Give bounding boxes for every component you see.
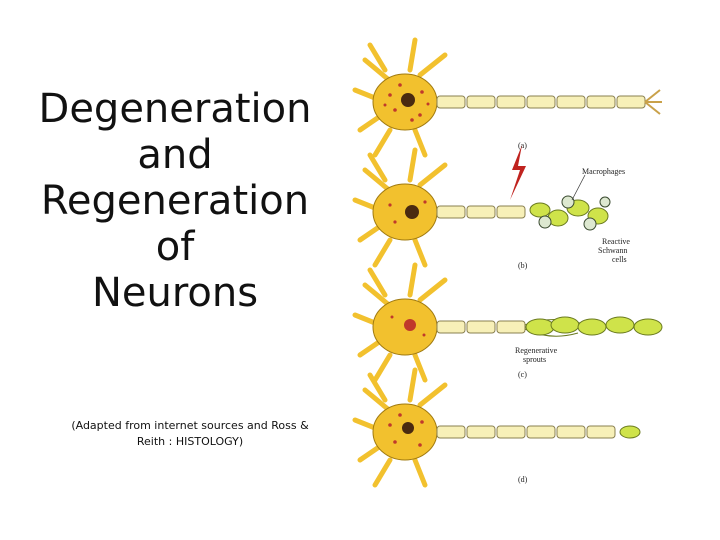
title-line: Regeneration xyxy=(20,178,330,224)
neuron-degeneration-diagram: (a) Macrophages Reactive Schwann cells (… xyxy=(340,30,720,510)
label-cells: cells xyxy=(612,255,627,264)
lesion-icon xyxy=(510,145,526,200)
label-macrophages: Macrophages xyxy=(582,167,625,176)
panel-label-b: (b) xyxy=(518,261,528,270)
neuron-cell-body xyxy=(355,40,445,155)
label-regenerative: Regenerative xyxy=(515,346,558,355)
nucleus xyxy=(404,319,416,331)
panel-b: Macrophages Reactive Schwann cells (b) xyxy=(355,145,630,270)
label-sprouts: sprouts xyxy=(523,355,546,364)
label-schwann: Schwann xyxy=(598,246,627,255)
nucleus xyxy=(402,422,414,434)
panel-d: (d) xyxy=(355,370,640,485)
panel-label-d: (d) xyxy=(518,475,528,484)
source-note: (Adapted from internet sources and Ross … xyxy=(40,418,340,450)
growth-cone xyxy=(620,426,640,438)
label-reactive: Reactive xyxy=(602,237,630,246)
panel-label-c: (c) xyxy=(518,370,527,379)
title-line: Degeneration xyxy=(20,86,330,132)
source-note-line: Reith : HISTOLOGY) xyxy=(137,435,243,448)
panel-c: Regenerative sprouts (c) xyxy=(355,265,662,380)
panel-label-a: (a) xyxy=(518,141,527,150)
myelinated-axon xyxy=(437,96,645,108)
title-line: Neurons xyxy=(20,270,330,316)
title-line: and xyxy=(20,132,330,178)
nucleus xyxy=(401,93,415,107)
myelinated-axon xyxy=(437,321,525,333)
title-line: of xyxy=(20,224,330,270)
axon-terminal xyxy=(645,90,662,114)
schwann-cell-column xyxy=(526,317,662,335)
source-note-line: (Adapted from internet sources and Ross … xyxy=(71,419,308,432)
panel-a: (a) xyxy=(355,40,662,155)
nucleus xyxy=(405,205,419,219)
leader-line xyxy=(572,175,585,200)
myelinated-axon xyxy=(437,206,525,218)
myelinated-axon xyxy=(437,426,615,438)
slide-title: Degeneration and Regeneration of Neurons xyxy=(20,86,330,316)
